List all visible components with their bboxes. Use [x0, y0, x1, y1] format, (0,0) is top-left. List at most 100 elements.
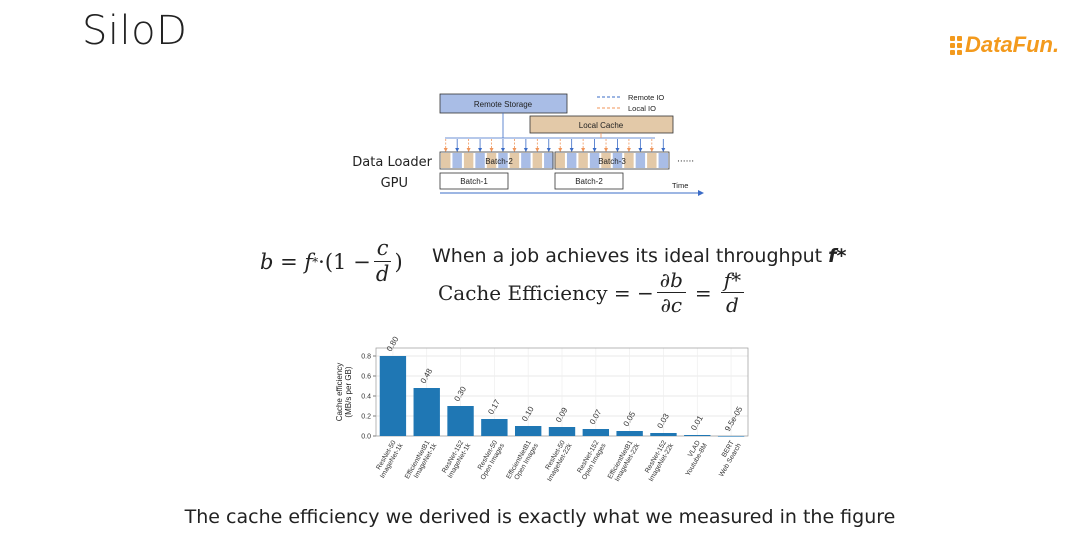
arrow-head-icon: [604, 148, 609, 152]
bar: [717, 435, 745, 437]
arrow-head-icon: [649, 148, 654, 152]
y-tick-label: 0.0: [361, 434, 371, 441]
ce-den2: d: [725, 293, 739, 317]
row-label-data-loader: Data Loader: [352, 155, 432, 170]
remote-storage-box: [439, 93, 568, 114]
datafun-logo: DataFun.: [950, 32, 1059, 58]
bar-value-label: 0.17: [486, 398, 502, 416]
y-tick-label: 0.2: [361, 414, 371, 421]
local-io-block: [624, 153, 634, 168]
y-axis-label: Cache efficiency: [335, 363, 344, 422]
bar: [582, 429, 610, 436]
arrow-head-icon: [569, 148, 574, 152]
remote-io-block: [475, 153, 485, 168]
arrow-head-icon: [443, 148, 448, 152]
x-tick-label: ResNet-50ImageNet-22k: [540, 438, 574, 483]
arrow-head-icon: [500, 148, 505, 152]
bar: [413, 388, 440, 436]
formula-b-den: d: [375, 262, 390, 286]
loader-batch-a-box: [439, 151, 554, 170]
arrow-head-icon: [455, 148, 460, 152]
data-loader-blocks: [441, 153, 668, 168]
local-io-block: [601, 153, 611, 168]
remote-io-block: [521, 153, 531, 168]
bar: [514, 426, 542, 436]
x-tick-label: BERTWeb Search: [712, 438, 743, 478]
local-cache-label: Local Cache: [579, 121, 624, 130]
local-cache-box: [529, 115, 674, 134]
loader-ellipsis: ······: [677, 157, 694, 167]
loader-batch-b-label: Batch-3: [598, 157, 626, 166]
remote-io-block: [566, 153, 577, 168]
formula-b-lhs: b = f: [260, 249, 313, 274]
arrow-head-icon: [466, 148, 471, 152]
arrow-head-icon: [592, 148, 597, 152]
remote-io-block: [589, 153, 600, 168]
loader-batch-a-label: Batch-2: [485, 157, 513, 166]
gpu-batch-a-box: [439, 172, 509, 190]
x-tick-label: EfficientNetB1Open Images: [505, 438, 540, 484]
formula-b: b = f*·(1 − c d ): [260, 238, 403, 285]
slide-caption: The cache efficiency we derived is exact…: [184, 506, 896, 528]
local-io-block: [463, 153, 474, 168]
local-io-block: [441, 153, 451, 168]
arrow-head-icon: [626, 148, 631, 152]
local-io-block: [555, 153, 565, 168]
formula-b-open: (1 −: [324, 249, 371, 274]
formula-b-close: ): [394, 249, 403, 274]
remote-storage-label: Remote Storage: [474, 100, 533, 109]
formula-b-dot: ·: [318, 249, 325, 274]
bar-value-label: 0.05: [622, 410, 638, 428]
remote-io-block: [658, 153, 668, 168]
time-label: Time: [672, 181, 688, 190]
local-io-block: [532, 153, 543, 168]
x-tick-label: ResNet-152ImageNet-1k: [440, 438, 472, 479]
row-label-gpu: GPU: [381, 176, 408, 191]
gpu-batch-b-box: [554, 172, 624, 190]
gpu-batch-b-label: Batch-2: [575, 177, 603, 186]
ce-eq: =: [694, 280, 712, 305]
local-io-block: [578, 153, 588, 168]
arrow-head-icon: [535, 148, 540, 152]
bar: [447, 406, 474, 436]
remote-io-block: [452, 153, 462, 168]
arrow-head-icon: [615, 148, 620, 152]
formula-cache-efficiency: Cache Efficiency = − ∂b ∂c = f* d: [438, 270, 747, 315]
x-tick-label: VLADYoutube-8M: [678, 438, 709, 477]
x-tick-label: ResNet-152ImageNet-22k: [641, 438, 675, 483]
bar: [684, 435, 711, 436]
formula-b-fraction: c d: [373, 238, 392, 286]
local-io-block: [647, 153, 657, 168]
remote-io-block: [544, 153, 554, 168]
x-tick-label: EfficientNetB1ImageNet-22k: [607, 438, 642, 484]
bar: [548, 427, 576, 436]
ideal-throughput-statement: When a job achieves its ideal throughput…: [432, 245, 846, 267]
arrow-head-icon: [661, 148, 666, 152]
arrow-head-icon: [512, 148, 517, 152]
statement-text: When a job achieves its ideal throughput: [432, 245, 823, 267]
logo-text: DataFun.: [965, 32, 1060, 57]
bar: [379, 356, 407, 436]
ce-den1: ∂c: [660, 293, 683, 317]
arrow-head-icon: [581, 148, 586, 152]
loader-batch-b-box: [554, 151, 670, 170]
ce-fraction-1: ∂b ∂c: [656, 270, 686, 317]
formula-b-num: c: [373, 238, 392, 262]
bar: [481, 419, 508, 436]
arrow-head-icon: [558, 148, 563, 152]
arrow-head-icon: [478, 148, 483, 152]
y-tick-label: 0.8: [361, 354, 371, 361]
slide-title: SiloD: [82, 8, 188, 54]
arrow-head-icon: [546, 148, 551, 152]
ce-num2: f*: [720, 270, 745, 293]
bar-value-label: 0.03: [655, 412, 671, 430]
remote-io-block: [498, 153, 508, 168]
bar-value-label: 0.07: [588, 408, 604, 426]
y-axis-label: (MB/s per GB): [344, 366, 353, 417]
arrow-head-icon: [523, 148, 528, 152]
legend-local-label: Local IO: [628, 104, 656, 113]
y-tick-label: 0.4: [361, 394, 371, 401]
remote-io-block: [612, 153, 623, 168]
ce-fraction-2: f* d: [720, 270, 745, 317]
